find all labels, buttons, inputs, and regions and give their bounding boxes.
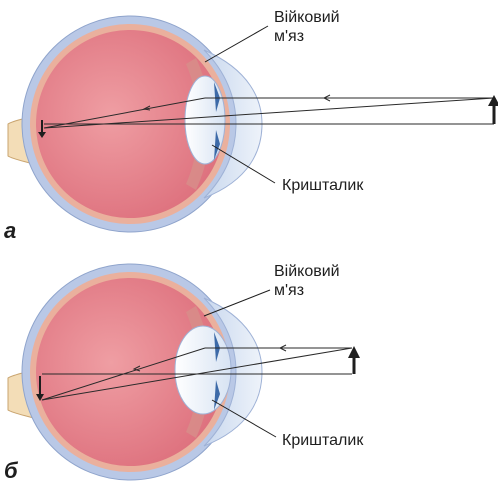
eye-cross-section-b — [8, 264, 262, 480]
panel-letter-a: а — [4, 218, 16, 243]
panel-b: Війковий м'яз Кришталик б — [4, 263, 364, 483]
lens-label-b: Кришталик — [282, 432, 364, 449]
panel-a: Війковий м'яз Кришталик а — [4, 9, 498, 243]
lens-label-a: Кришталик — [282, 177, 364, 194]
ciliary-muscle-label-b-line1: Війковий — [274, 263, 340, 280]
object-arrow-a — [488, 95, 498, 124]
lens — [185, 76, 225, 164]
ciliary-muscle-label-b-line2: м'яз — [274, 282, 304, 299]
ciliary-muscle-label-a-line1: Війковий — [274, 9, 340, 26]
panel-letter-b: б — [4, 458, 19, 483]
object-arrow-b — [348, 346, 360, 374]
ciliary-muscle-label-a-line2: м'яз — [274, 28, 304, 45]
ciliary-muscle-leader-a — [205, 26, 268, 62]
